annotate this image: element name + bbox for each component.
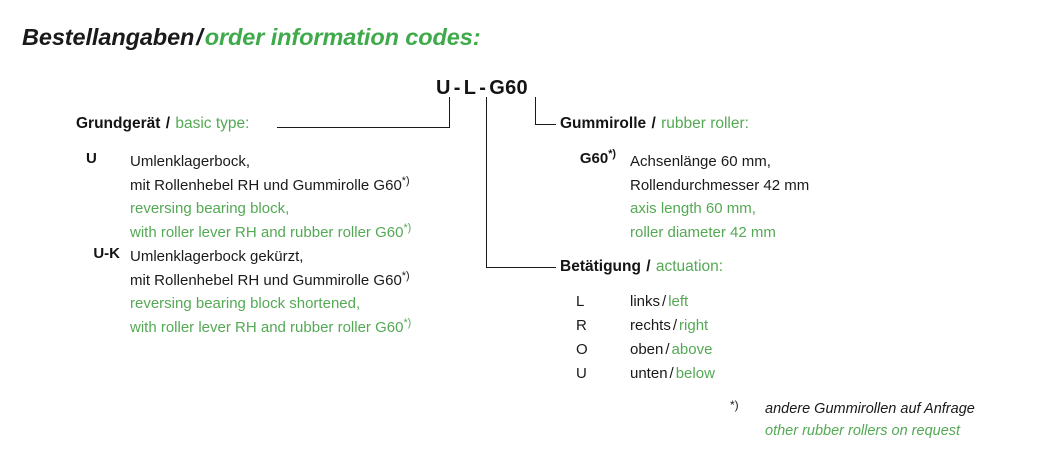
entry-g60-german-line-2: Rollendurchmesser 42 mm: [630, 176, 810, 194]
connector-roller-vertical: [535, 97, 537, 125]
entry-uk-german-line-2-text: mit Rollenhebel RH und Gummirolle G60: [130, 271, 402, 289]
actuation-code-r: R: [576, 317, 587, 334]
entry-uk-english-line-2: with roller lever RH and rubber roller G…: [130, 316, 411, 340]
code-dash-1: -: [453, 77, 461, 99]
footnote-ref-icon: *): [401, 174, 410, 187]
actuation-label-r-separator: /: [672, 317, 678, 334]
entry-uk-german-line-1: Umlenklagerbock gekürzt,: [130, 248, 304, 265]
entry-u-english-line-2-text: with roller lever RH and rubber roller G…: [130, 223, 404, 241]
connector-actuation-vertical: [486, 97, 488, 268]
actuation-label-u-separator: /: [669, 365, 674, 382]
code-part-roller: G60: [489, 77, 528, 99]
entry-u-english-line-1: reversing bearing block,: [130, 200, 290, 218]
entry-description-u: Umlenklagerbock, mit Rollenhebel RH und …: [130, 150, 411, 244]
connector-basic-type-horizontal: [277, 126, 450, 128]
entry-g60-english-line-2: roller diameter 42 mm: [630, 223, 776, 241]
heading-actuation-german: Betätigung: [560, 258, 641, 275]
page-title-separator: /: [196, 24, 203, 50]
heading-basic-type: Grundgerät / basic type:: [76, 115, 249, 133]
heading-basic-type-separator: /: [165, 115, 171, 132]
actuation-label-l-separator: /: [662, 293, 667, 310]
entry-code-g60: G60*): [560, 148, 616, 167]
heading-rubber-roller-separator: /: [651, 115, 656, 132]
connector-basic-type-vertical: [449, 97, 451, 128]
page-title: Bestellangaben/order information codes:: [22, 24, 481, 51]
heading-actuation-separator: /: [646, 258, 651, 275]
actuation-label-o-separator: /: [665, 341, 670, 358]
connector-actuation-horizontal: [486, 266, 556, 268]
heading-rubber-roller-english: rubber roller:: [661, 115, 749, 132]
entry-description-uk: Umlenklagerbock gekürzt, mit Rollenhebel…: [130, 245, 411, 339]
entry-code-g60-text: G60: [579, 150, 609, 167]
entry-g60-english-line-1: axis length 60 mm,: [630, 200, 756, 218]
code-part-actuation: L: [463, 77, 477, 99]
code-part-basic-type: U: [436, 77, 451, 99]
footnote-marker: *): [730, 398, 739, 412]
entry-code-u: U: [86, 150, 97, 167]
page-title-german: Bestellangaben: [22, 24, 195, 50]
entry-u-english-line-2: with roller lever RH and rubber roller G…: [130, 221, 411, 245]
actuation-label-r-german: rechts: [630, 317, 671, 334]
footnote-ref-icon: *): [403, 221, 412, 234]
actuation-label-l-english: left: [668, 293, 689, 310]
footnote-lines: andere Gummirollen auf Anfrage other rub…: [765, 398, 975, 442]
actuation-label-l: links/left: [630, 293, 688, 310]
actuation-code-u: U: [576, 365, 587, 382]
actuation-label-u-german: unten: [630, 365, 668, 382]
actuation-code-l: L: [576, 293, 585, 310]
actuation-code-o: O: [576, 341, 588, 358]
heading-rubber-roller-german: Gummirolle: [560, 115, 647, 132]
entry-uk-english-line-1: reversing bearing block shortened,: [130, 295, 361, 313]
actuation-label-r: rechts/right: [630, 317, 708, 334]
actuation-label-r-english: right: [679, 317, 709, 334]
entry-uk-english-line-2-text: with roller lever RH and rubber roller G…: [130, 318, 404, 336]
footnote-german: andere Gummirollen auf Anfrage: [765, 401, 975, 417]
heading-basic-type-german: Grundgerät: [76, 115, 161, 132]
actuation-label-l-german: links: [630, 293, 661, 310]
actuation-label-u: unten/below: [630, 365, 715, 382]
entry-code-uk: U-K: [93, 245, 120, 262]
footnote-ref-icon: *): [403, 316, 412, 329]
heading-basic-type-english: basic type:: [175, 115, 250, 132]
actuation-label-o-german: oben: [630, 341, 664, 358]
entry-g60-german-line-1: Achsenlänge 60 mm,: [630, 153, 771, 170]
actuation-label-o: oben/above: [630, 341, 712, 358]
footnote-ref-icon: *): [401, 269, 410, 282]
actuation-label-o-english: above: [671, 341, 713, 358]
order-code-string: U-L-G60: [436, 77, 528, 100]
entry-description-g60: Achsenlänge 60 mm, Rollendurchmesser 42 …: [630, 150, 809, 244]
entry-uk-german-line-2: mit Rollenhebel RH und Gummirolle G60*): [130, 269, 411, 293]
connector-roller-horizontal: [535, 123, 556, 125]
entry-u-german-line-2-text: mit Rollenhebel RH und Gummirolle G60: [130, 176, 402, 194]
footnote-english: other rubber rollers on request: [765, 423, 961, 439]
entry-u-german-line-1: Umlenklagerbock,: [130, 153, 251, 170]
actuation-label-u-english: below: [675, 365, 715, 382]
page-title-english: order information codes:: [204, 24, 481, 50]
heading-rubber-roller: Gummirolle / rubber roller:: [560, 115, 749, 133]
entry-u-german-line-2: mit Rollenhebel RH und Gummirolle G60*): [130, 174, 411, 198]
heading-actuation-english: actuation:: [655, 258, 724, 275]
heading-actuation: Betätigung / actuation:: [560, 258, 723, 276]
code-dash-2: -: [479, 77, 487, 99]
footnote-ref-icon: *): [608, 148, 616, 160]
